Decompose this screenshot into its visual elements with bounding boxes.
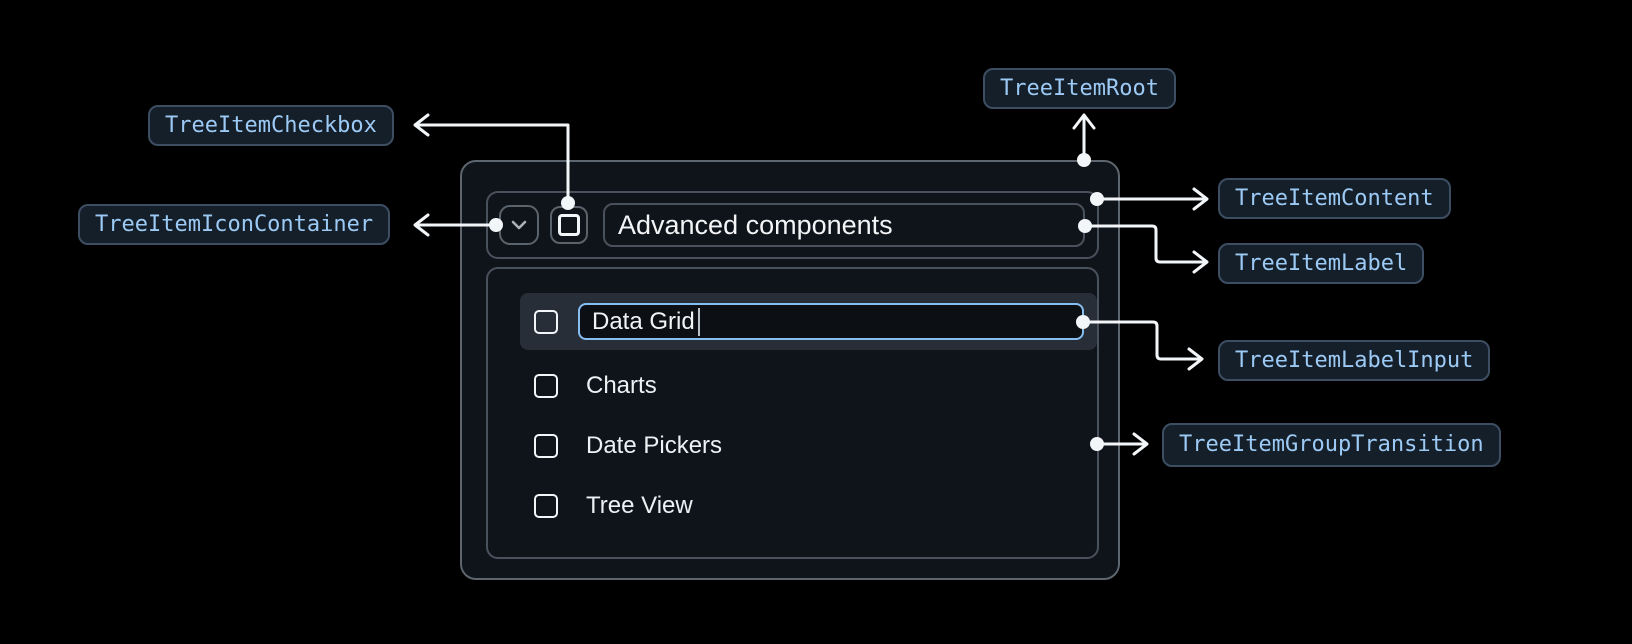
tree-row-tree-view[interactable]: Tree View — [534, 494, 693, 518]
tree-item-label[interactable]: Advanced components — [603, 203, 1085, 247]
checkbox-unchecked-icon[interactable] — [534, 309, 558, 334]
label-input-value: Data Grid — [592, 307, 695, 335]
tree-item-checkbox[interactable] — [550, 206, 588, 244]
annotation-treeitemcontent: TreeItemContent — [1218, 178, 1451, 219]
tree-item-icon-container expand-button[interactable] — [499, 205, 539, 245]
chevron-down-icon — [511, 220, 527, 230]
annotation-treeitemlabelinput: TreeItemLabelInput — [1218, 340, 1491, 381]
annotation-treeitemiconcontainer: TreeItemIconContainer — [78, 204, 391, 245]
treeitemroot-connector-line — [1072, 113, 1096, 160]
checkbox-unchecked-icon[interactable] — [534, 434, 558, 458]
checkbox-unchecked-icon[interactable] — [534, 494, 558, 518]
tree-row-charts[interactable]: Charts — [534, 374, 657, 398]
annotation-treeitemroot: TreeItemRoot — [983, 68, 1176, 109]
annotation-treeitemgrouptransition: TreeItemGroupTransition — [1162, 423, 1501, 467]
annotation-treeitemlabel: TreeItemLabel — [1218, 243, 1425, 284]
checkbox-unchecked-icon — [558, 214, 580, 236]
annotation-treeitemcheckbox: TreeItemCheckbox — [148, 105, 394, 146]
tree-item-label-text: Advanced components — [618, 209, 893, 240]
tree-item-label-text: Date Pickers — [586, 432, 723, 459]
tree-item-content[interactable]: Advanced components — [486, 191, 1099, 259]
checkbox-unchecked-icon[interactable] — [534, 374, 558, 398]
tree-item-label-text: Charts — [586, 372, 657, 399]
tree-item-root-panel: Advanced components Data Grid Charts Dat… — [460, 160, 1120, 580]
tree-item-group-transition: Data Grid Charts Date Pickers Tree View — [486, 267, 1099, 559]
text-cursor — [697, 307, 700, 336]
tree-item-label-text: Tree View — [586, 492, 693, 519]
tree-row-date-pickers[interactable]: Date Pickers — [534, 434, 722, 458]
tree-item-label-input[interactable]: Data Grid — [578, 303, 1084, 340]
tree-row-data-grid[interactable]: Data Grid — [520, 293, 1097, 350]
